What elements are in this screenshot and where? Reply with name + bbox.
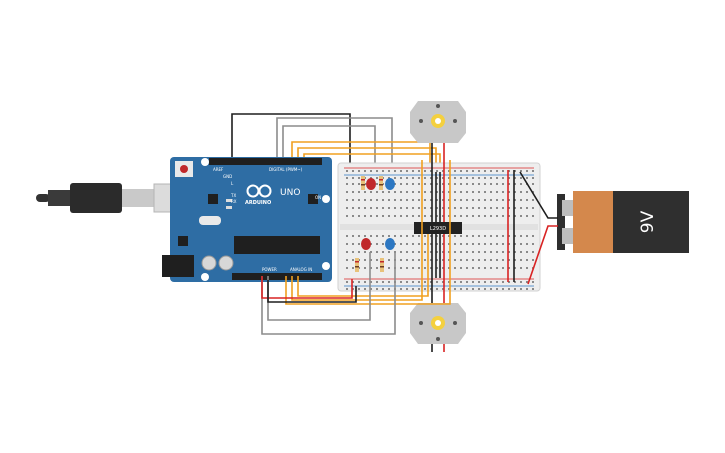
led-red-top[interactable] [366,178,376,190]
wire-black-top[interactable] [231,113,351,172]
analog-pins-label: ANALOG IN [290,267,312,272]
wire-orange-top-2[interactable] [297,147,437,168]
wire-black-gnd[interactable] [267,280,357,303]
wires-top [231,113,441,178]
led-l-label: L [231,181,234,186]
resistor-top-2[interactable] [379,176,383,190]
led-rx-label: RX [231,199,237,204]
led-blue-top[interactable] [385,178,395,190]
power-jack[interactable] [162,255,194,277]
power-pins-label: POWER [262,267,277,272]
dc-motor-top[interactable] [410,101,466,143]
chip-label: L293D [430,226,446,232]
gnd-label: GND [223,174,232,179]
resistor-bottom-2[interactable] [380,258,384,272]
wire-red-5v[interactable] [261,276,353,299]
arduino-uno-board[interactable]: ARDUINO UNO DIGITAL (PWM~) POWER ANALOG … [162,157,332,282]
wire-gray-bottom-2[interactable] [261,252,396,335]
aref-label: AREF [213,167,224,172]
led-red-bottom[interactable] [361,238,371,250]
resistor-bottom-1[interactable] [355,258,359,272]
wire-orange-bottom-2[interactable] [285,160,451,305]
led-tx-label: TX [230,193,236,198]
breadboard-holes [346,170,534,290]
arduino-brand-label: ARDUINO [245,200,271,206]
resistor-top-1[interactable] [361,176,365,190]
microcontroller-chip [234,236,320,254]
wire-orange-top-1[interactable] [291,141,431,168]
battery-9v[interactable]: 9V [557,191,689,253]
wire-gray-top-2[interactable] [282,125,376,176]
wire-orange-bottom-1[interactable] [291,160,423,301]
wire-battery-red[interactable] [527,225,558,285]
dc-motor-bottom[interactable] [410,303,466,344]
digital-pins-label: DIGITAL (PWM~) [269,167,303,172]
usb-cable[interactable] [36,183,193,213]
analog-power-header[interactable] [232,273,322,280]
digital-header[interactable] [209,158,322,165]
arduino-model-label: UNO [280,188,300,198]
reset-button-cap[interactable] [180,165,188,173]
wires-front [261,143,558,352]
arduino-logo-icon [246,184,272,198]
wire-battery-black[interactable] [519,171,558,219]
led-blue-bottom[interactable] [385,238,395,250]
battery-label: 9V [638,210,658,233]
led-on-label: ON [315,195,321,200]
